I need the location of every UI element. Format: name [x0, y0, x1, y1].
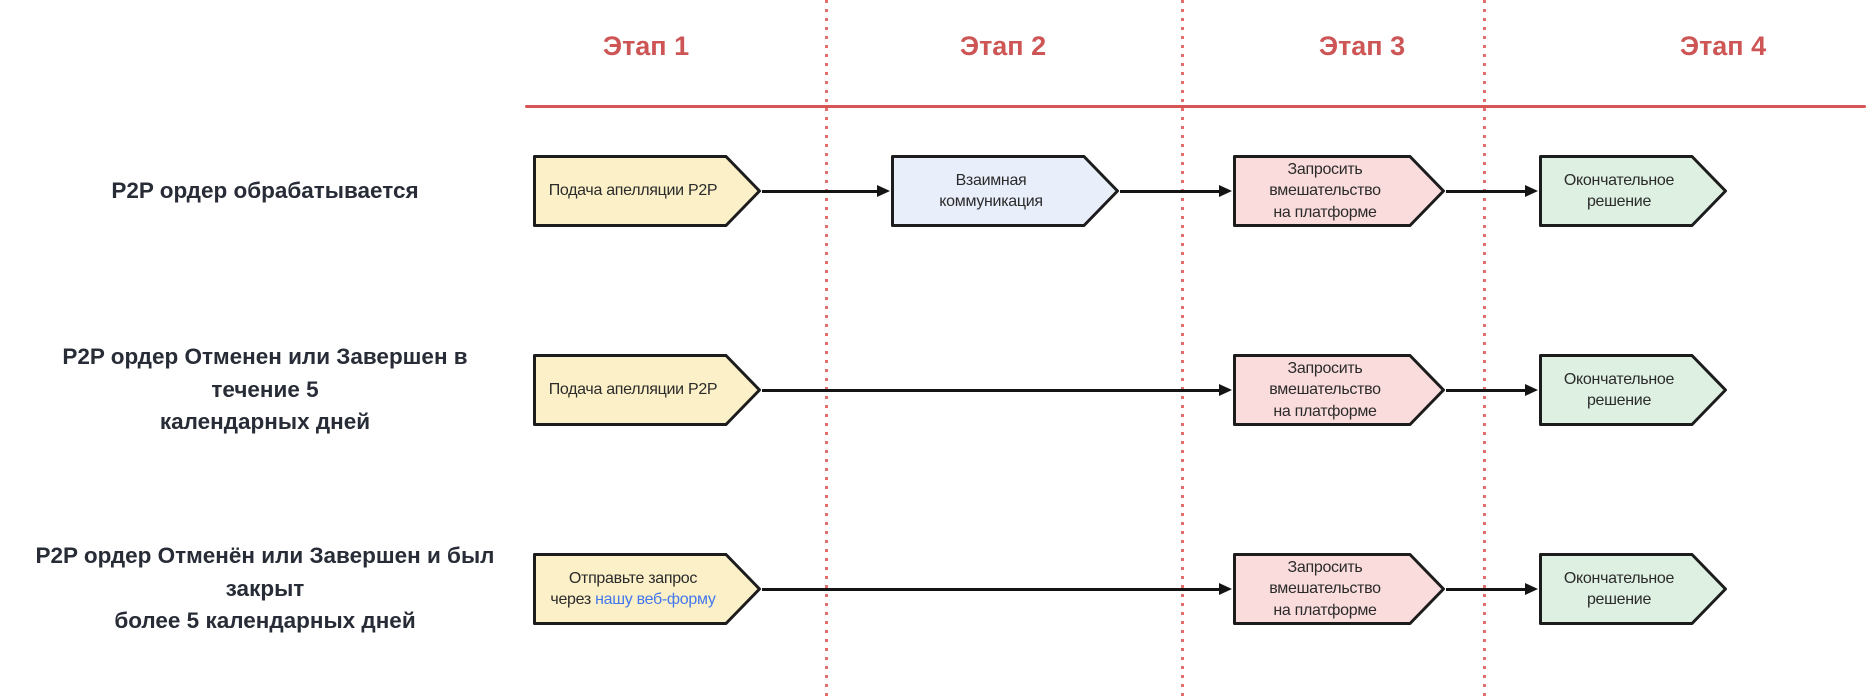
step-label: Взаимная коммуникация	[939, 171, 1043, 210]
step-shape	[533, 553, 761, 625]
step-intervention-row3: Запросить вмешательство на платформе	[1233, 553, 1445, 625]
arrow-row2-1	[762, 388, 1220, 392]
step-label: Окончательное решение	[1563, 569, 1675, 608]
step-decision-row3: Окончательное решение	[1539, 553, 1727, 625]
column-divider-1	[825, 0, 828, 696]
step-label: Подача апелляции P2P	[548, 182, 718, 200]
step-intervention-row2: Запросить вмешательство на платформе	[1233, 354, 1445, 426]
step-shape	[533, 155, 761, 227]
pentagon-shape	[1233, 155, 1445, 227]
step-shape	[1233, 354, 1445, 426]
pentagon-shape	[1539, 155, 1727, 227]
pentagon-shape	[1539, 354, 1727, 426]
step-decision-row2: Окончательное решение	[1539, 354, 1727, 426]
stage-header-1: Этап 1	[602, 31, 690, 61]
stage-header-2: Этап 2	[959, 31, 1047, 61]
arrow-row3-2	[1446, 587, 1526, 591]
step-label: Отправьте запрос через нашу веб-форму	[535, 553, 731, 625]
stage-header-3: Этап 3	[1318, 31, 1406, 61]
webform-link[interactable]: нашу веб-форму	[595, 591, 716, 608]
step-label-line2-prefix: через	[550, 591, 596, 608]
step-label-line2: через нашу веб-форму	[550, 589, 715, 610]
row-label-2: P2P ордер Отменен или Завершен в течение…	[62, 344, 468, 435]
arrow-row1-1	[762, 189, 878, 193]
step-label: Подача апелляции P2P	[548, 381, 718, 399]
step-appeal-row2: Подача апелляции P2P	[533, 354, 761, 426]
pentagon-shape	[891, 155, 1119, 227]
arrow-row3-1	[762, 587, 1220, 591]
step-shape	[533, 354, 761, 426]
stage-underline	[525, 105, 1866, 108]
step-shape	[1233, 155, 1445, 227]
step-label-line1: Отправьте запрос	[568, 569, 698, 587]
step-label: Запросить вмешательство на платформе	[1269, 161, 1381, 221]
arrow-row1-2	[1120, 189, 1220, 193]
step-appeal-row1: Подача апелляции P2P	[533, 155, 761, 227]
row-label-1: P2P ордер обрабатывается	[111, 177, 419, 203]
step-label: Окончательное решение	[1563, 370, 1675, 409]
step-shape	[891, 155, 1119, 227]
column-divider-2	[1181, 0, 1184, 696]
pentagon-shape	[533, 354, 761, 426]
pentagon-shape	[533, 155, 761, 227]
step-webform-request-row3: Отправьте запрос через нашу веб-форму	[533, 553, 761, 625]
pentagon-shape	[533, 553, 761, 625]
pentagon-shape	[1233, 354, 1445, 426]
step-shape	[1539, 354, 1727, 426]
step-label: Окончательное решение	[1563, 171, 1675, 210]
row-label-3: P2P ордер Отменён или Завершен и был зак…	[35, 543, 495, 634]
step-intervention-row1: Запросить вмешательство на платформе	[1233, 155, 1445, 227]
stage-header-4: Этап 4	[1679, 31, 1767, 61]
step-label: Запросить вмешательство на платформе	[1269, 559, 1381, 619]
pentagon-shape	[1233, 553, 1445, 625]
step-label: Запросить вмешательство на платформе	[1269, 360, 1381, 420]
arrow-row1-3	[1446, 189, 1526, 193]
step-shape	[1539, 155, 1727, 227]
column-divider-3	[1483, 0, 1486, 696]
step-decision-row1: Окончательное решение	[1539, 155, 1727, 227]
step-communication-row1: Взаимная коммуникация	[891, 155, 1119, 227]
step-shape	[1539, 553, 1727, 625]
pentagon-shape	[1539, 553, 1727, 625]
arrow-row2-2	[1446, 388, 1526, 392]
step-shape	[1233, 553, 1445, 625]
